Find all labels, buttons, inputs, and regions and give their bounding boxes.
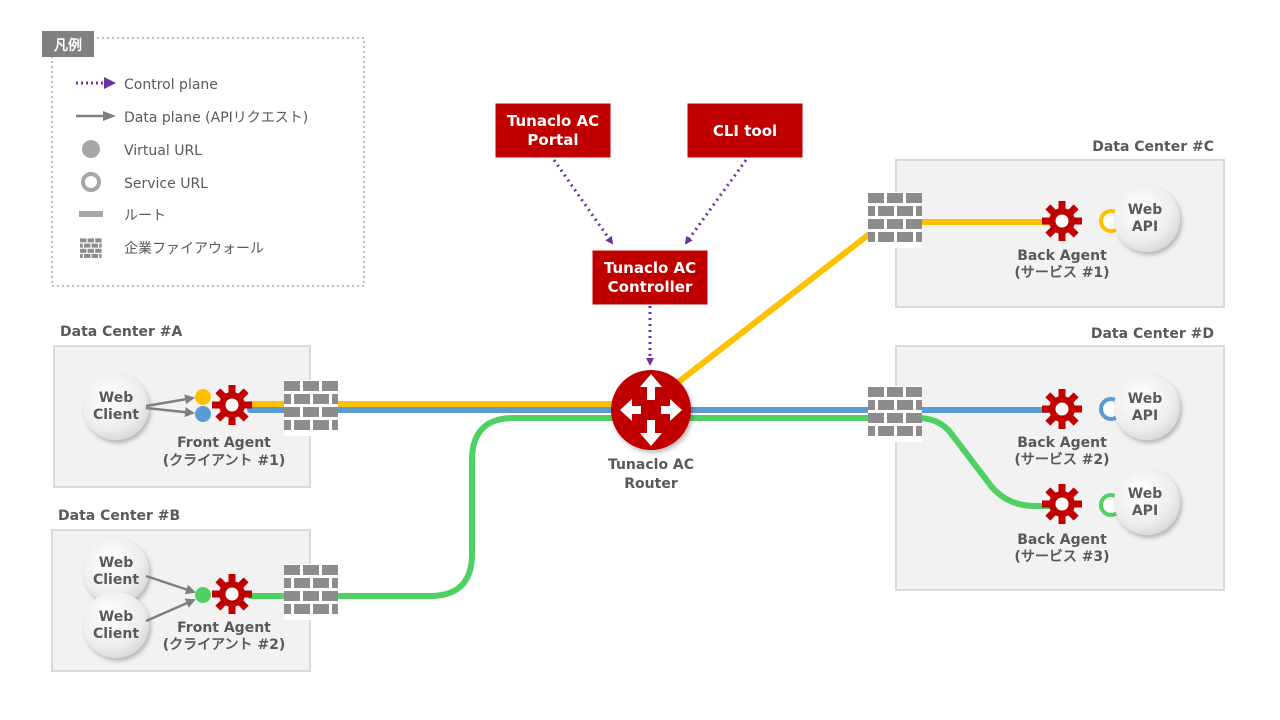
legend-label-firewall: 企業ファイアウォール bbox=[124, 240, 264, 257]
router[interactable]: Tunaclo AC Router bbox=[608, 370, 694, 492]
router-label-line2: Router bbox=[624, 476, 678, 492]
web-client-b2[interactable] bbox=[83, 592, 149, 658]
portal-label-line1: Tunaclo AC bbox=[507, 112, 599, 130]
back-agent-3-gear-icon[interactable] bbox=[1042, 484, 1082, 524]
front-agent-2-label-line1: Front Agent bbox=[177, 620, 271, 636]
client-b2-to-vurl-arrow bbox=[145, 598, 196, 623]
web-api-d1-line2: API bbox=[1132, 408, 1158, 424]
legend-label-data-plane: Data plane (APIリクエスト) bbox=[124, 110, 308, 126]
legend: 凡例 Control plane Data plane (APIリクエスト) V… bbox=[42, 31, 365, 287]
legend-title-bg bbox=[42, 31, 94, 57]
back-agent-1-label-line1: Back Agent bbox=[1017, 248, 1107, 264]
back-agent-3-group: Web API Back Agent (サービス #3) bbox=[1014, 469, 1180, 565]
legend-title: 凡例 bbox=[54, 37, 82, 54]
route-bar-icon bbox=[79, 211, 103, 217]
web-client-b2-line2: Client bbox=[93, 626, 139, 642]
front-agent-1-label-line2: (クライアント #1) bbox=[163, 453, 286, 469]
web-client-a[interactable] bbox=[83, 374, 149, 440]
data-plane-arrowhead-icon bbox=[103, 111, 116, 121]
web-client-a-line2: Client bbox=[93, 407, 139, 423]
web-client-b1[interactable] bbox=[83, 538, 149, 604]
back-agent-2-gear-icon[interactable] bbox=[1042, 389, 1082, 429]
firewall-c-icon bbox=[868, 192, 922, 248]
web-api-d2-line2: API bbox=[1132, 503, 1158, 519]
data-center-a-title: Data Center #A bbox=[60, 324, 183, 340]
web-api-d1-line1: Web bbox=[1128, 391, 1162, 407]
virtual-url-blue-dot[interactable] bbox=[195, 406, 211, 422]
firewall-b-icon bbox=[284, 564, 338, 620]
client-b1-to-vurl-arrow bbox=[145, 574, 196, 595]
web-api-c[interactable] bbox=[1114, 186, 1180, 252]
back-agent-2-group: Web API Back Agent (サービス #2) bbox=[1014, 374, 1180, 468]
client-a-to-vurl-yellow-arrow bbox=[145, 394, 195, 408]
data-center-c-title: Data Center #C bbox=[1092, 139, 1214, 155]
router-label-line1: Tunaclo AC bbox=[608, 457, 694, 473]
client-a-to-vurl-blue-arrow bbox=[145, 406, 195, 418]
web-api-c-line2: API bbox=[1132, 219, 1158, 235]
cli-tool-label: CLI tool bbox=[713, 122, 777, 140]
virtual-url-green-dot[interactable] bbox=[195, 587, 211, 603]
virtual-url-yellow-dot[interactable] bbox=[195, 389, 211, 405]
legend-label-control-plane: Control plane bbox=[124, 77, 218, 93]
legend-label-service-url: Service URL bbox=[124, 176, 208, 192]
front-agent-1-group: Web Client Front Agent (クライアント #1) bbox=[83, 374, 285, 469]
back-agent-1-label-line2: (サービス #1) bbox=[1014, 265, 1109, 281]
back-agent-3-label-line2: (サービス #3) bbox=[1014, 549, 1109, 565]
control-plane-arrowhead-icon bbox=[104, 77, 116, 89]
web-client-b2-line1: Web bbox=[99, 609, 133, 625]
portal-label-line2: Portal bbox=[527, 131, 578, 149]
back-agent-2-label-line1: Back Agent bbox=[1017, 435, 1107, 451]
firewall-legend-icon bbox=[80, 238, 102, 261]
router-arrows-icon bbox=[620, 374, 682, 446]
cli-tool-box[interactable] bbox=[686, 102, 804, 159]
web-client-b1-line2: Client bbox=[93, 572, 139, 588]
cli-to-controller-arrow bbox=[684, 159, 748, 245]
controller-box[interactable] bbox=[591, 249, 709, 306]
control-plane: Tunaclo AC Portal CLI tool Tunaclo AC Co… bbox=[494, 102, 804, 366]
controller-label-line1: Tunaclo AC bbox=[604, 259, 696, 277]
web-client-a-line1: Web bbox=[99, 390, 133, 406]
service-url-ring-icon bbox=[81, 172, 101, 192]
web-api-d2-line1: Web bbox=[1128, 486, 1162, 502]
virtual-url-dot-icon bbox=[82, 140, 100, 158]
data-center-d-title: Data Center #D bbox=[1091, 326, 1214, 342]
firewall-a-icon bbox=[284, 380, 338, 436]
web-client-b1-line1: Web bbox=[99, 555, 133, 571]
route-green bbox=[247, 415, 1073, 599]
portal-to-controller-arrow bbox=[552, 159, 614, 245]
data-center-b-title: Data Center #B bbox=[58, 508, 180, 524]
legend-label-route: ルート bbox=[124, 208, 166, 224]
legend-label-virtual-url: Virtual URL bbox=[124, 143, 202, 159]
front-agent-2-group: Web Client Web Client Front Agent (クライアン… bbox=[83, 538, 285, 658]
web-api-d1[interactable] bbox=[1114, 374, 1180, 440]
firewall-d-icon bbox=[868, 386, 922, 442]
front-agent-2-gear-icon[interactable] bbox=[212, 574, 252, 614]
web-api-d2[interactable] bbox=[1114, 469, 1180, 535]
router-icon[interactable] bbox=[611, 370, 691, 450]
legend-border bbox=[51, 37, 365, 287]
back-agent-1-gear-icon[interactable] bbox=[1042, 201, 1082, 241]
portal-box[interactable] bbox=[494, 102, 612, 159]
front-agent-2-label-line2: (クライアント #2) bbox=[163, 637, 286, 653]
front-agent-1-label-line1: Front Agent bbox=[177, 435, 271, 451]
back-agent-2-label-line2: (サービス #2) bbox=[1014, 452, 1109, 468]
web-api-c-line1: Web bbox=[1128, 202, 1162, 218]
back-agent-1-group: Web API Back Agent (サービス #1) bbox=[1014, 186, 1180, 281]
back-agent-3-label-line1: Back Agent bbox=[1017, 532, 1107, 548]
controller-label-line2: Controller bbox=[608, 278, 693, 296]
front-agent-1-gear-icon[interactable] bbox=[212, 385, 252, 425]
